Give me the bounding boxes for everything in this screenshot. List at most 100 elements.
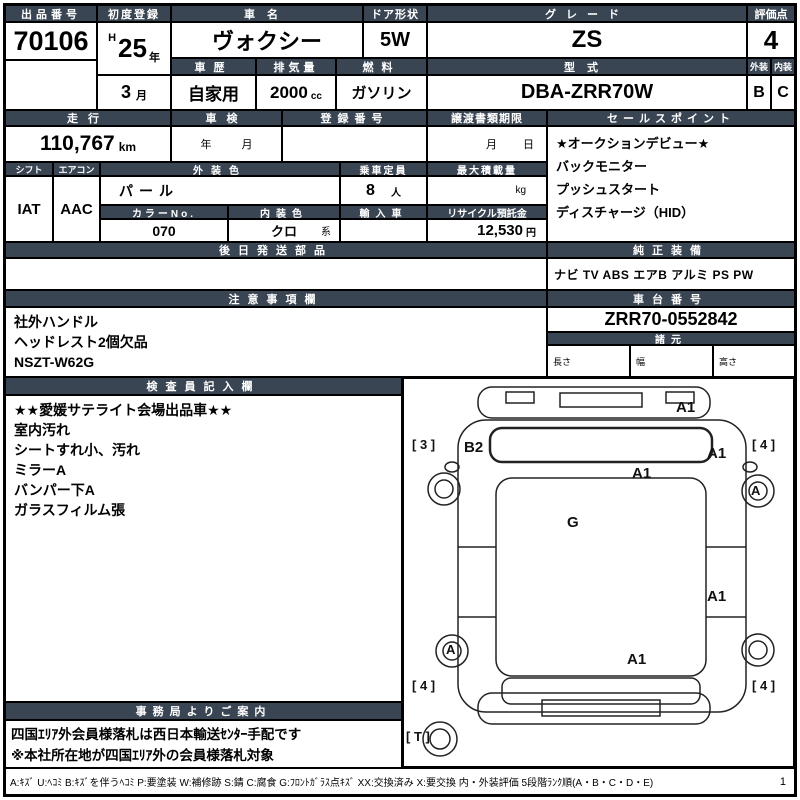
import-label: 輸入車 [340, 205, 427, 219]
sales-points-list: ★オークションデビュー★ バックモニター プッシュスタート ディスチャージ（HI… [547, 126, 795, 242]
int-color-label: 内装色 [228, 205, 340, 219]
displacement-cell: 2000 cc [256, 75, 336, 110]
notes-label: 注意事項欄 [5, 290, 547, 307]
later-parts-label: 後日発送部品 [5, 242, 547, 258]
inspector-line: シートすれ小、汚れ [14, 442, 140, 458]
inspection-cell: 年 月 [171, 126, 282, 162]
lot-no-label: 出品番号 [5, 5, 97, 22]
model-code-label: 型式 [427, 58, 747, 75]
legend-bar: A:ｷｽﾞ U:ﾍｺﾐ B:ｷｽﾞを伴うﾍｺﾐ P:要塗装 W:補修跡 S:錆 … [5, 768, 795, 795]
inspection-year-suffix: 年 [200, 139, 212, 151]
transfer-deadline-cell: 月 日 [427, 126, 547, 162]
door-shape-value: 5W [363, 22, 427, 58]
capacity-value: 8 [366, 181, 375, 199]
rear-bumper [477, 692, 711, 725]
mileage-value: 110,767 [39, 132, 115, 155]
displacement-label: 排気量 [256, 58, 336, 75]
damage-mark: B2 [464, 439, 484, 456]
era-mark: H [108, 32, 117, 44]
damage-mark: G [567, 514, 579, 531]
mirror-right [742, 461, 758, 473]
int-color-value: クロ [270, 224, 297, 239]
displacement-value: 2000 [270, 82, 308, 102]
chassis-no-label: 車台番号 [547, 290, 795, 307]
wheel-rear-right-inner [748, 640, 768, 660]
roof [495, 477, 707, 677]
spec-height-cell: 高さ [713, 345, 795, 377]
inspector-line: バンパー下A [14, 482, 95, 498]
history-label: 車歴 [171, 58, 256, 75]
sales-point-item: ディスチャージ（HID） [556, 205, 695, 220]
capacity-cell: 8 人 [340, 176, 427, 205]
color-no-value: 070 [100, 219, 228, 242]
sales-point-item: ★オークションデビュー★ [556, 136, 710, 151]
equipment-list: ナビ TV ABS エアB アルミ PS PW [547, 258, 795, 290]
wheel-rear-right [741, 633, 775, 667]
zone-mark: [ 3 ] [412, 437, 436, 452]
zone-mark: [ 4 ] [752, 678, 776, 693]
door-shape-label: ドア形状 [363, 5, 427, 22]
zone-mark: [ T ] [406, 729, 430, 744]
windshield [488, 426, 714, 464]
wheel-front-left [427, 472, 461, 506]
office-list: 四国ｴﾘｱ外会員様落札は西日本輸送ｾﾝﾀｰ手配です ※本社所在地が四国ｴﾘｱ外の… [5, 720, 402, 768]
model-code-value: DBA-ZRR70W [427, 75, 747, 110]
inspector-line: ミラーA [14, 462, 67, 478]
front-bumper-detail-right [665, 391, 695, 404]
wheel-front-right [741, 474, 775, 508]
spare-tire-inner [429, 728, 451, 750]
note-line: ヘッドレスト2個欠品 [14, 334, 148, 350]
spec-width-cell: 幅 [630, 345, 713, 377]
page-number: 1 [779, 775, 786, 788]
damage-mark: A1 [632, 465, 652, 482]
year-suffix: 年 [148, 52, 160, 64]
damage-mark: A [751, 483, 761, 498]
shift-label: シフト [5, 162, 53, 176]
shift-value: IAT [5, 176, 53, 242]
first-reg-year-cell: H 25 年 [97, 22, 171, 75]
office-line: ※本社所在地が四国ｴﾘｱ外の会員様落札対象 [11, 748, 274, 763]
capacity-label: 乗車定員 [340, 162, 427, 176]
lot-no-empty-cell [5, 60, 97, 110]
recycle-cell: 12,530 円 [427, 219, 547, 242]
history-value: 自家用 [171, 75, 256, 110]
reg-no-empty-cell [282, 126, 427, 162]
front-bumper-detail-left [505, 391, 535, 404]
legend-text: A:ｷｽﾞ U:ﾍｺﾐ B:ｷｽﾞを伴うﾍｺﾐ P:要塗装 W:補修跡 S:錆 … [10, 778, 654, 789]
transfer-month-suffix: 月 [486, 139, 497, 151]
fuel-label: 燃料 [336, 58, 427, 75]
rear-plate [541, 699, 661, 717]
int-color-cell: クロ 系 [228, 219, 340, 242]
capacity-unit: 人 [390, 188, 401, 199]
car-top-view-drawing [422, 386, 775, 757]
rear-window [501, 677, 701, 705]
office-label: 事務局よりご案内 [5, 702, 402, 720]
front-plate [559, 392, 643, 408]
mileage-cell: 110,767 km [5, 126, 171, 162]
ac-label: エアコン [53, 162, 100, 176]
spec-length-cell: 長さ [547, 345, 630, 377]
ext-color-label: 外装色 [100, 162, 340, 176]
damage-mark: A1 [707, 445, 727, 462]
color-no-label: カラーNo. [100, 205, 228, 219]
first-reg-month: 3 [120, 82, 131, 102]
import-empty-cell [340, 219, 427, 242]
zone-mark: [ 4 ] [412, 678, 436, 693]
zone-mark: [ 4 ] [752, 437, 776, 452]
inspection-month-suffix: 月 [241, 139, 253, 151]
later-parts-empty-cell [5, 258, 547, 290]
first-reg-label: 初度登録 [97, 5, 171, 22]
reg-no-label: 登録番号 [282, 110, 427, 126]
car-outline [422, 386, 775, 757]
inspector-line: ★★愛媛サテライト会場出品車★★ [14, 402, 233, 418]
wheel-rear-left [435, 634, 469, 668]
transfer-deadline-label: 譲渡書類期限 [427, 110, 547, 126]
equipment-label: 純正装備 [547, 242, 795, 258]
damage-mark: A1 [707, 588, 727, 605]
spec-label: 諸元 [547, 332, 795, 345]
front-bumper [477, 386, 711, 419]
transfer-day-suffix: 日 [523, 139, 534, 151]
fuel-value: ガソリン [336, 75, 427, 110]
grade-value: ZS [427, 22, 747, 58]
wheel-rear-left-inner [442, 641, 462, 661]
